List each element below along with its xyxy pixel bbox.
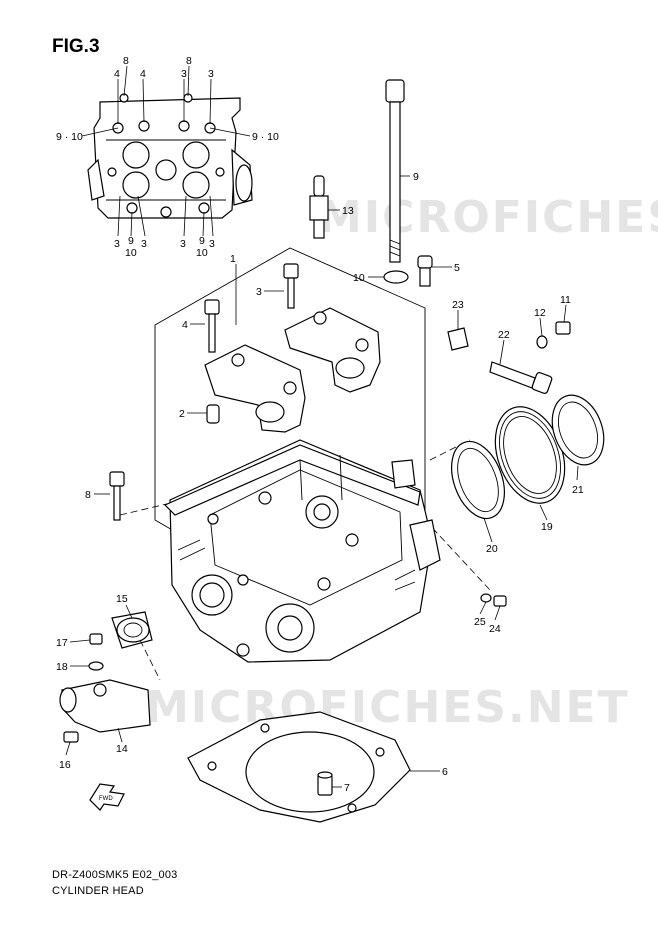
- bolt-11: [555, 321, 571, 335]
- callout-3: 3: [256, 286, 262, 298]
- callout-15: 15: [116, 593, 128, 605]
- callout-13: 13: [342, 205, 354, 217]
- diagram-name: CYLINDER HEAD: [52, 885, 144, 897]
- fwd-arrow-icon: FWD: [89, 783, 125, 811]
- callout-18: 18: [56, 661, 68, 673]
- inset-callout-3-right: 3: [208, 68, 214, 80]
- nut-23: [447, 327, 469, 351]
- inset-callout-10-b1: 10: [125, 247, 137, 259]
- callout-7: 7: [344, 782, 350, 794]
- thermostat-15: [111, 611, 153, 649]
- callout-11: 11: [560, 294, 571, 306]
- inset-leaders: [81, 65, 251, 237]
- inset-callout-4-left: 4: [114, 68, 120, 80]
- watermark-bottom: MICROFICHES.NET: [145, 682, 630, 733]
- inset-callout-3-left: 3: [181, 68, 187, 80]
- callout-16: 16: [59, 759, 71, 771]
- callout-25: 25: [474, 616, 486, 628]
- inset-callout-9-10-left: 9 · 10: [56, 131, 83, 143]
- thermostat-cover-14: [59, 679, 151, 733]
- callout-23: 23: [452, 299, 464, 311]
- callout-10: 10: [353, 272, 365, 284]
- dowel-pin-2: [206, 404, 220, 424]
- screw-24-axis: [424, 519, 491, 591]
- thermostat-axis: [139, 639, 161, 681]
- callout-21: 21: [572, 484, 584, 496]
- svg-text:FWD: FWD: [99, 796, 113, 802]
- screw-24: [493, 595, 507, 607]
- inset-callout-3-b3: 3: [180, 238, 186, 250]
- washer-25: [480, 593, 492, 603]
- figure-title: FIG.3: [52, 36, 100, 57]
- callout-17: 17: [56, 637, 68, 649]
- callout-2: 2: [179, 408, 185, 420]
- cam-cap-front: [204, 344, 306, 433]
- callout-24: 24: [489, 623, 501, 635]
- callout-6: 6: [442, 766, 448, 778]
- callout-22: 22: [498, 329, 510, 341]
- inset-top-view: [87, 93, 253, 219]
- inset-callout-8-right: 8: [186, 55, 192, 67]
- callout-4: 4: [182, 319, 188, 331]
- diagram-code: DR-Z400SMK5 E02_003: [52, 869, 178, 881]
- inset-callout-8-left: 8: [123, 55, 129, 67]
- spark-plug-13: [309, 175, 329, 239]
- inset-callout-10-b2: 10: [196, 247, 208, 259]
- bolt-17: [89, 633, 103, 645]
- o-ring-18: [88, 661, 104, 671]
- main-leaders: [65, 175, 579, 788]
- bolt-16: [63, 731, 79, 743]
- inset-callout-3-b1: 3: [114, 238, 120, 250]
- cylinder-head: [163, 439, 441, 663]
- cap-5: [417, 255, 433, 287]
- bolt-22: [489, 361, 553, 394]
- washer-12: [536, 335, 548, 349]
- callout-12: 12: [534, 307, 546, 319]
- clamp-20: [451, 440, 505, 520]
- bolt-4: [204, 299, 220, 353]
- inset-callout-9-10-right: 9 · 10: [252, 131, 279, 143]
- stud-bolt-9: [385, 79, 405, 263]
- bolt-8: [109, 471, 125, 521]
- inset-callout-9-b1: 9: [128, 235, 134, 247]
- bolt-3: [283, 263, 299, 309]
- callout-19: 19: [541, 521, 553, 533]
- watermark-top: MICROFICHES.NET: [318, 192, 658, 243]
- callout-14: 14: [116, 743, 128, 755]
- callout-5: 5: [454, 262, 460, 274]
- inset-callout-9-b2: 9: [199, 235, 205, 247]
- callout-20: 20: [486, 543, 498, 555]
- inset-callout-3-b4: 3: [209, 238, 215, 250]
- head-gasket-6: [187, 711, 411, 823]
- callout-8: 8: [85, 489, 91, 501]
- dowel-pin-7: [317, 771, 333, 796]
- callout-9: 9: [413, 171, 419, 183]
- clamp-21: [551, 394, 605, 466]
- inset-callout-3-b2: 3: [141, 238, 147, 250]
- cam-cap-rear: [284, 307, 381, 393]
- inset-callout-4-right: 4: [140, 68, 146, 80]
- washer-10: [383, 270, 409, 284]
- callout-1: 1: [230, 253, 236, 265]
